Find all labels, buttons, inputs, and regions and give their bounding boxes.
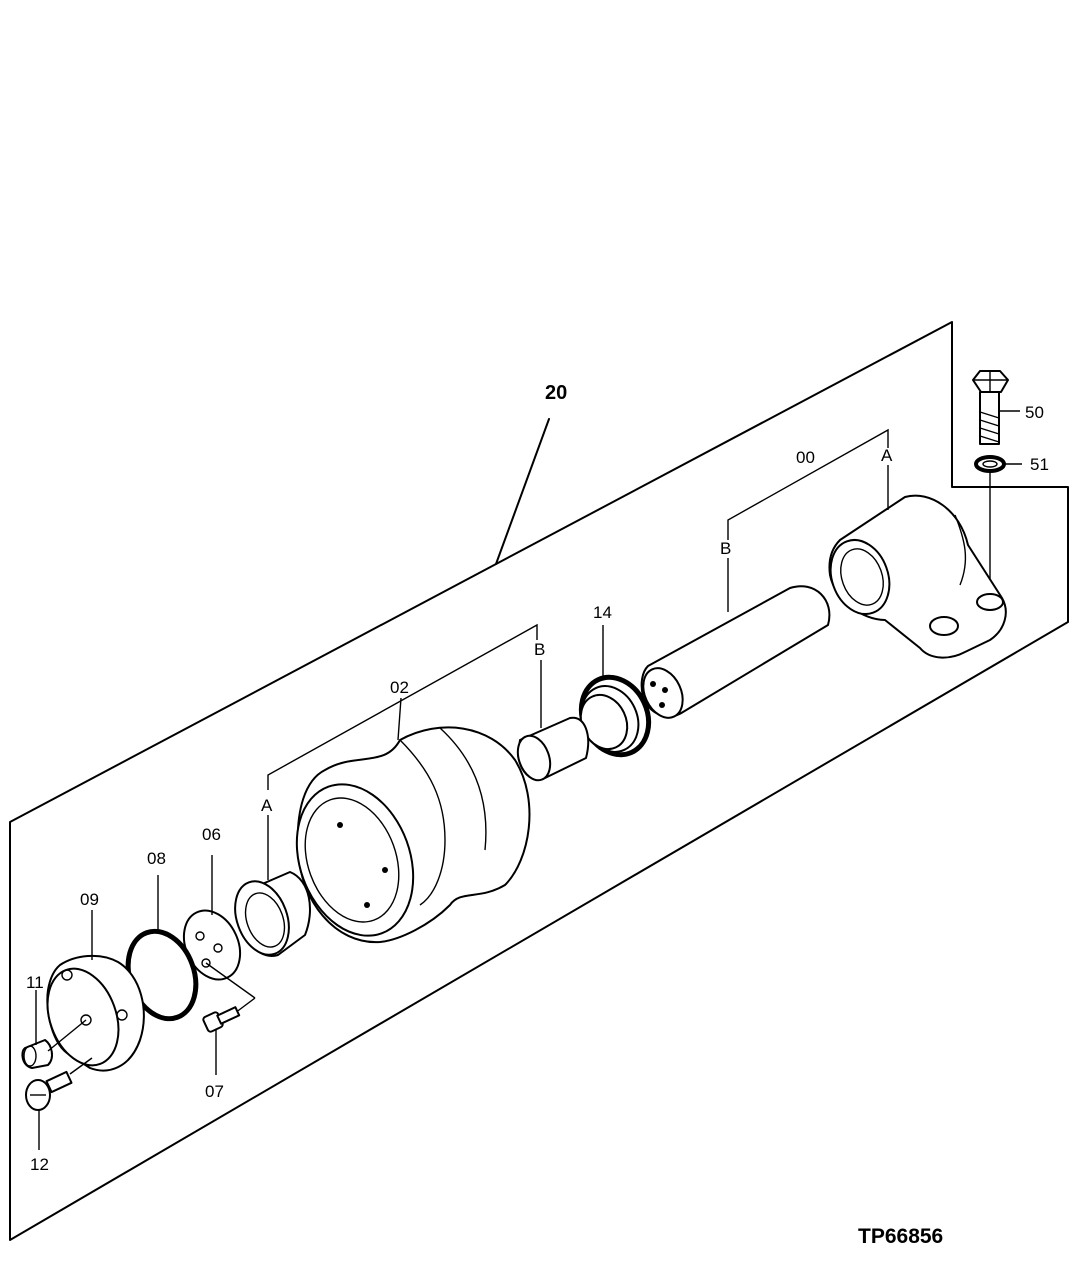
part-label-02: 02 (390, 678, 409, 697)
part-label-08: 08 (147, 849, 166, 868)
housing-00 (828, 494, 1007, 659)
part-label-12: 12 (30, 1155, 49, 1174)
bushing (516, 716, 590, 782)
shaft (640, 585, 831, 719)
part-label-09: 09 (80, 890, 99, 909)
screw-12 (25, 1070, 73, 1111)
washer-51 (974, 455, 1006, 473)
bracket-a (267, 623, 538, 790)
part-label-11: 11 (26, 973, 44, 992)
part-label-06: 06 (202, 825, 221, 844)
part-label-50: 50 (1025, 403, 1044, 422)
part-label-00: 00 (796, 448, 815, 467)
assembly-label: 20 (545, 382, 567, 404)
ref-label-a-left: A (261, 796, 273, 815)
cap-09 (46, 954, 145, 1072)
screw-07 (202, 1006, 241, 1033)
assembly-boundary (9, 321, 1069, 1241)
bracket-00 (727, 428, 889, 540)
part-label-51: 51 (1030, 455, 1049, 474)
ref-label-a-right: A (881, 446, 893, 465)
roller-02 (295, 726, 531, 944)
part-label-07: 07 (205, 1082, 224, 1101)
seal-14 (578, 674, 652, 758)
bolt-50 (972, 370, 1009, 445)
ref-label-b-left: B (534, 640, 545, 659)
plug-11 (21, 1039, 53, 1069)
drawing-code: TP66856 (858, 1225, 943, 1248)
ref-label-b-right: B (720, 539, 731, 558)
flanged-bushing (234, 871, 311, 957)
assembly-leader (495, 418, 550, 565)
part-label-14: 14 (593, 603, 612, 622)
